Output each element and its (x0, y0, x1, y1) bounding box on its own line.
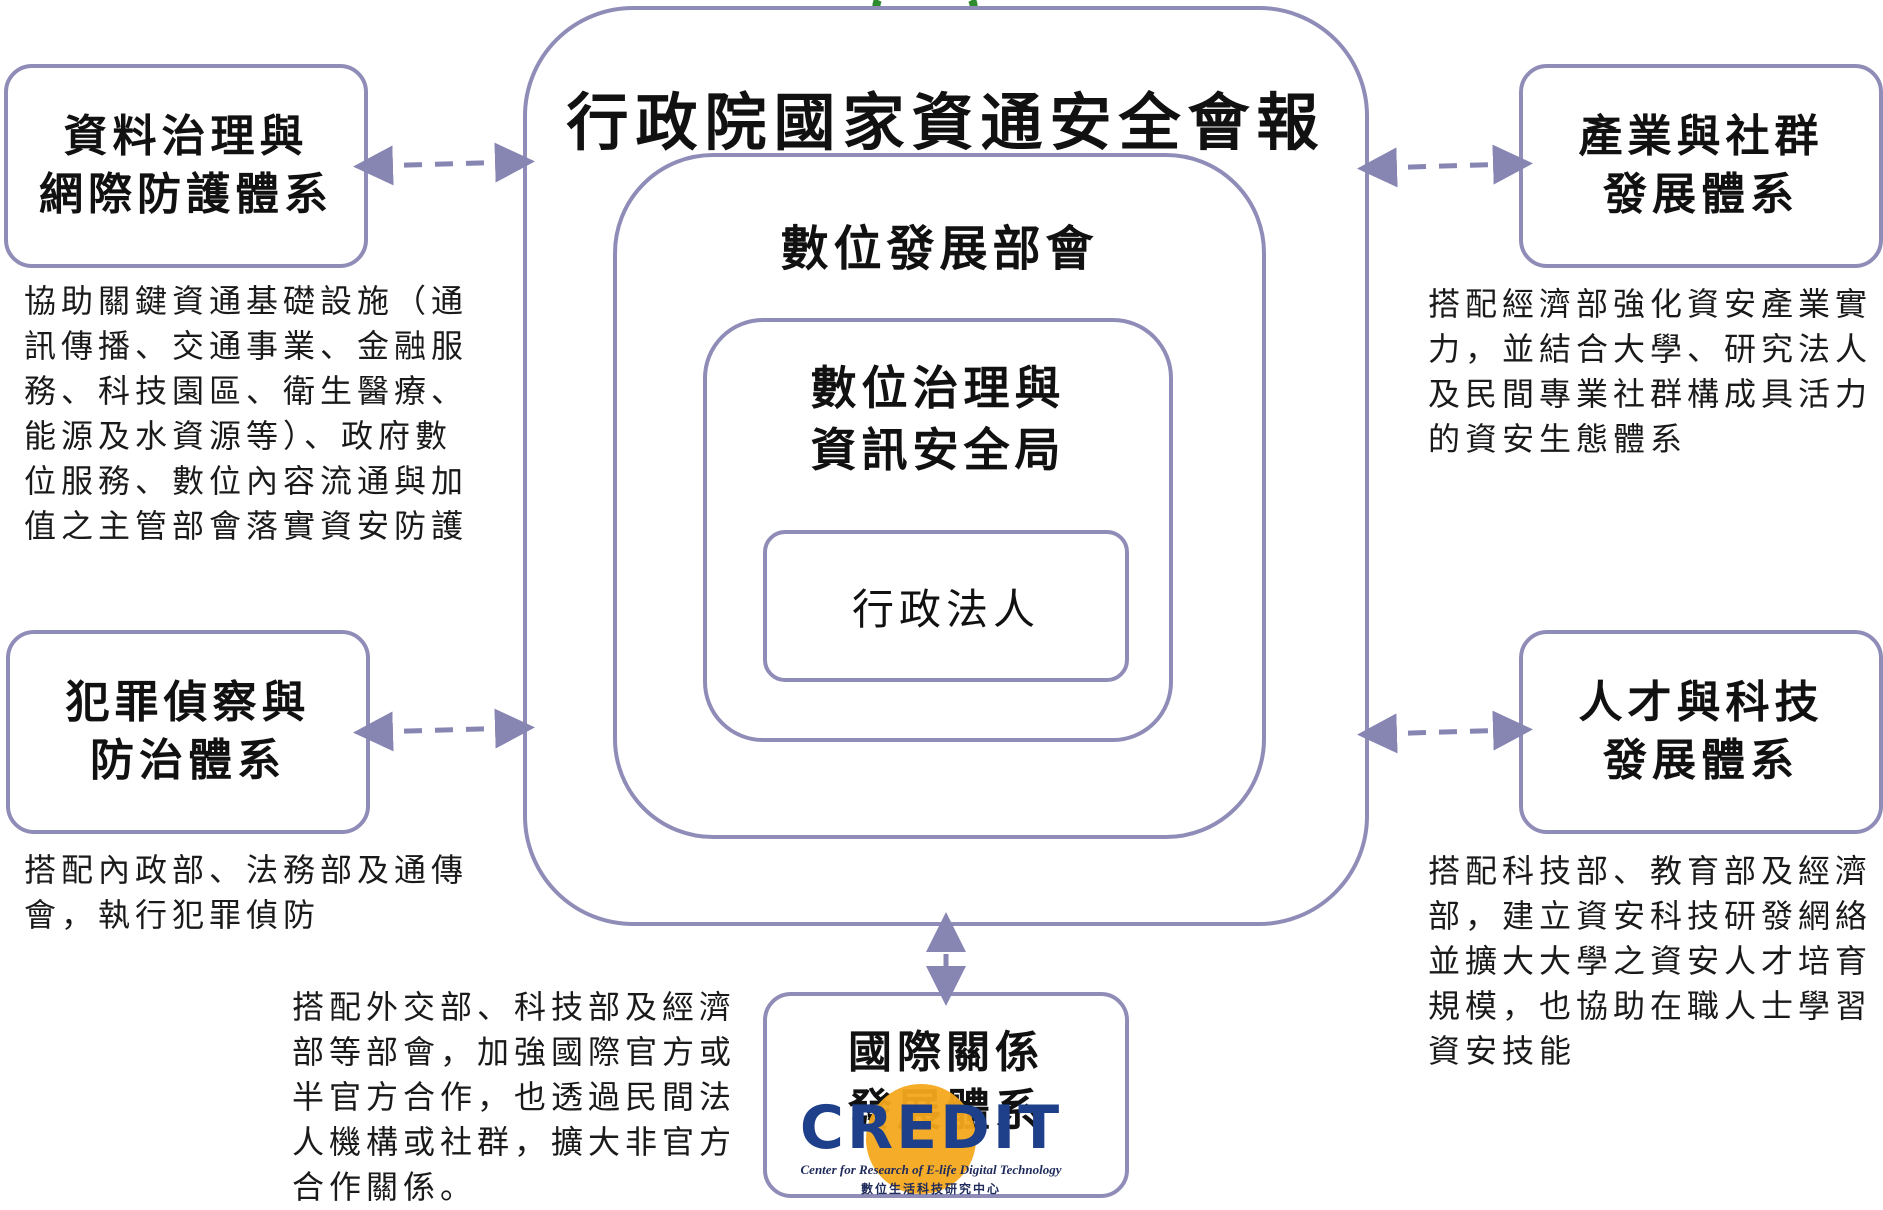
left-bottom-title-line-2: 防治體系 (90, 735, 286, 786)
bottom-description: 搭配外交部、科技部及經濟 部等部會，加強國際官方或 半官方合作，也透過民間法 人… (292, 985, 736, 1210)
core-box: 行政法人 (763, 530, 1129, 682)
left-top-title-line-1: 資料治理與 (63, 111, 309, 162)
right-top-desc-line: 搭配經濟部強化資安產業實 (1428, 285, 1873, 323)
left-top-desc-line: 務、科技園區、衛生醫療、 (24, 372, 469, 410)
right-top-box: 產業與社群 發展體系 (1519, 64, 1883, 268)
bottom-desc-line: 合作關係。 (292, 1168, 478, 1206)
arrow-right-bottom (1357, 710, 1533, 754)
left-top-desc-line: 能源及水資源等）、政府數 (24, 417, 453, 455)
left-top-desc-line: 訊傳播、交通事業、金融服 (24, 327, 469, 365)
right-top-desc-line: 的資安生態體系 (1428, 420, 1688, 458)
inner-title: 數位治理與 資訊安全局 (707, 357, 1169, 481)
right-bottom-title-line-2: 發展體系 (1603, 735, 1799, 786)
inner-title-line-2: 資訊安全局 (810, 423, 1066, 477)
arrow-right-top (1357, 144, 1533, 188)
outer-title: 行政院國家資通安全會報 (566, 86, 1326, 159)
logo-subtitle: Center for Research of E-life Digital Te… (800, 1162, 1062, 1177)
bottom-desc-line: 人機構或社群，擴大非官方 (292, 1123, 737, 1161)
middle-title: 數位發展部會 (780, 221, 1099, 277)
bottom-desc-line: 半官方合作，也透過民間法 (292, 1078, 737, 1116)
right-bottom-desc-line: 資安技能 (1428, 1032, 1577, 1070)
right-bottom-title-line-1: 人才與科技 (1578, 677, 1824, 728)
arrow-left-top (353, 142, 535, 186)
core-title: 行政法人 (851, 584, 1040, 634)
right-top-title-line-2: 發展體系 (1603, 169, 1799, 220)
right-top-description: 搭配經濟部強化資安產業實 力，並結合大學、研究法人 及民間專業社群構成具活力 的… (1428, 282, 1872, 462)
right-bottom-desc-line: 搭配科技部、教育部及經濟 (1428, 852, 1873, 890)
bottom-desc-line: 搭配外交部、科技部及經濟 (292, 988, 737, 1026)
left-top-desc-line: 協助關鍵資通基礎設施（通 (24, 282, 469, 320)
logo-wordmark: CREDIT (799, 1093, 1063, 1163)
right-bottom-box: 人才與科技 發展體系 (1519, 630, 1883, 834)
arrow-left-bottom (353, 708, 535, 752)
right-top-desc-line: 及民間專業社群構成具活力 (1428, 375, 1873, 413)
left-bottom-description: 搭配內政部、法務部及通傳 會，執行犯罪偵防 (24, 848, 468, 938)
left-bottom-title-line-1: 犯罪偵察與 (65, 677, 311, 728)
bottom-desc-line: 部等部會，加強國際官方或 (292, 1033, 737, 1071)
left-bottom-desc-line: 搭配內政部、法務部及通傳 (24, 851, 469, 889)
left-top-title-line-2: 網際防護體系 (39, 169, 333, 220)
right-top-desc-line: 力，並結合大學、研究法人 (1428, 330, 1873, 368)
left-top-desc-line: 值之主管部會落實資安防護 (24, 507, 469, 545)
logo-chinese: 數位生活科技研究中心 (860, 1182, 1001, 1196)
right-top-title-line-1: 產業與社群 (1578, 111, 1824, 162)
inner-title-line-1: 數位治理與 (810, 361, 1066, 415)
left-top-desc-line: 位服務、數位內容流通與加 (24, 462, 469, 500)
right-bottom-description: 搭配科技部、教育部及經濟 部，建立資安科技研發網絡 並擴大大學之資安人才培育 規… (1428, 849, 1872, 1074)
left-bottom-desc-line: 會，執行犯罪偵防 (24, 896, 321, 934)
right-bottom-desc-line: 部，建立資安科技研發網絡 (1428, 897, 1873, 935)
left-bottom-box: 犯罪偵察與 防治體系 (6, 630, 370, 834)
left-top-description: 協助關鍵資通基礎設施（通 訊傳播、交通事業、金融服 務、科技園區、衛生醫療、 能… (24, 279, 468, 549)
right-bottom-desc-line: 並擴大大學之資安人才培育 (1428, 942, 1873, 980)
logo-orange-circle (866, 1084, 976, 1194)
credit-logo: CREDIT Center for Research of E-life Dig… (776, 1084, 1096, 1202)
right-bottom-desc-line: 規模，也協助在職人士學習 (1428, 987, 1873, 1025)
bottom-title-line-1: 國際關係 (848, 1027, 1044, 1078)
